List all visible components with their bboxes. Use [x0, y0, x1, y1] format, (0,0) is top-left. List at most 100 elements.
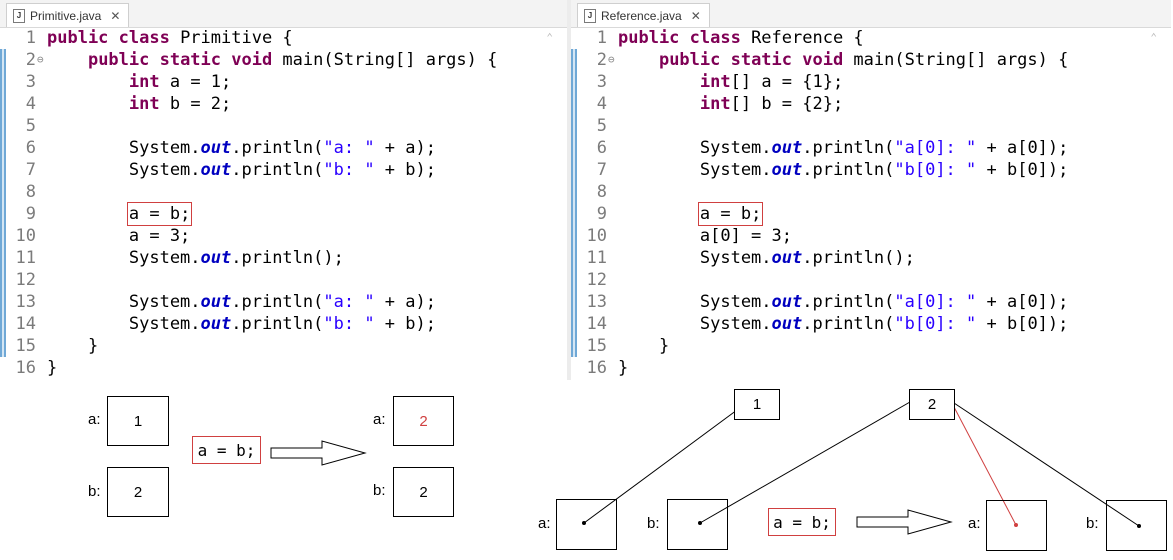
- code-line[interactable]: 3 int a = 1;: [0, 71, 567, 93]
- code-token: + a);: [374, 138, 436, 158]
- change-gutter-marker: [0, 225, 6, 247]
- code-text: public class Primitive {: [47, 27, 293, 49]
- assignment-box: a = b;: [768, 508, 836, 536]
- scroll-up-icon[interactable]: ⌃: [546, 31, 553, 44]
- code-token: [] a = {1};: [730, 72, 844, 92]
- code-line[interactable]: 5: [0, 115, 567, 137]
- pointer-dot: [698, 521, 702, 525]
- code-line[interactable]: 7 System.out.println("b[0]: " + b[0]);: [571, 159, 1171, 181]
- heap-value-2: 2: [927, 396, 937, 413]
- label-b-after: b:: [1086, 515, 1099, 532]
- code-line[interactable]: 4 int[] b = {2};: [571, 93, 1171, 115]
- code-line[interactable]: 9 a = b;: [571, 202, 1171, 226]
- code-line[interactable]: 13 System.out.println("a: " + a);: [0, 291, 567, 313]
- line-number: 14: [15, 314, 36, 334]
- highlighted-statement: a = b;: [697, 202, 764, 226]
- code-text: System.out.println("b[0]: " + b[0]);: [618, 313, 1069, 335]
- code-line[interactable]: 2⊖ public static void main(String[] args…: [571, 49, 1171, 71]
- line-number: 15: [15, 336, 36, 356]
- code-token: [] b = {2};: [730, 94, 844, 114]
- ref-box-a-before: [556, 499, 617, 550]
- close-icon[interactable]: ✕: [110, 8, 121, 23]
- change-gutter-marker: [571, 115, 577, 137]
- reference-line-a-to-1: [583, 409, 738, 524]
- code-line[interactable]: 2⊖ public static void main(String[] args…: [0, 49, 567, 71]
- line-number: 3: [25, 72, 36, 92]
- line-number: 3: [596, 72, 607, 92]
- change-gutter-marker: [571, 313, 577, 335]
- code-line[interactable]: 12: [571, 269, 1171, 291]
- scroll-up-icon[interactable]: ⌃: [1150, 31, 1157, 44]
- code-token: int: [699, 72, 731, 92]
- code-text: a = b;: [47, 202, 193, 226]
- code-token: .println();: [802, 248, 915, 268]
- tab-primitive-java[interactable]: J Primitive.java ✕: [6, 3, 130, 27]
- tab-title: Reference.java: [601, 8, 682, 23]
- change-gutter-marker: [0, 115, 6, 137]
- code-token: System.: [47, 248, 201, 268]
- code-token: .println(: [231, 160, 324, 180]
- code-line[interactable]: 16}: [571, 357, 1171, 379]
- code-token: Primitive {: [169, 28, 293, 48]
- code-token: out: [771, 248, 803, 268]
- code-token: .println(: [802, 292, 895, 312]
- code-token: .println(: [231, 292, 324, 312]
- code-token: a = 1;: [159, 72, 232, 92]
- code-line[interactable]: 13 System.out.println("a[0]: " + a[0]);: [571, 291, 1171, 313]
- line-number: 4: [25, 94, 36, 114]
- code-line[interactable]: 10 a[0] = 3;: [571, 225, 1171, 247]
- code-line[interactable]: 10 a = 3;: [0, 225, 567, 247]
- change-gutter-marker: [571, 225, 577, 247]
- code-line[interactable]: 14 System.out.println("b: " + b);: [0, 313, 567, 335]
- code-line[interactable]: 6 System.out.println("a: " + a);: [0, 137, 567, 159]
- heap-box-1: 1: [734, 389, 780, 420]
- tab-reference-java[interactable]: J Reference.java ✕: [577, 3, 710, 27]
- var-box-b-after: 2: [393, 467, 454, 517]
- code-line[interactable]: 5: [571, 115, 1171, 137]
- fold-collapse-icon[interactable]: ⊖: [37, 53, 44, 66]
- code-token: int: [699, 94, 731, 114]
- code-text: a[0] = 3;: [618, 225, 792, 247]
- code-text: int a = 1;: [47, 71, 231, 93]
- label-a-before: a:: [88, 411, 101, 428]
- code-token: Reference {: [740, 28, 864, 48]
- code-line[interactable]: 8: [0, 181, 567, 203]
- code-token: int: [128, 72, 160, 92]
- change-gutter-marker: [0, 137, 6, 159]
- code-line[interactable]: 14 System.out.println("b[0]: " + b[0]);: [571, 313, 1171, 335]
- code-token: .println(: [802, 138, 895, 158]
- code-token: a[0] = 3;: [618, 226, 792, 246]
- line-number: 16: [586, 358, 607, 378]
- code-token: .println();: [231, 248, 344, 268]
- fold-collapse-icon[interactable]: ⊖: [608, 53, 615, 66]
- code-line[interactable]: 8: [571, 181, 1171, 203]
- code-line[interactable]: 16}: [0, 357, 567, 379]
- code-line[interactable]: 7 System.out.println("b: " + b);: [0, 159, 567, 181]
- line-number: 11: [15, 248, 36, 268]
- code-line[interactable]: 11 System.out.println();: [571, 247, 1171, 269]
- label-a-before: a:: [538, 515, 551, 532]
- code-line[interactable]: 15 }: [571, 335, 1171, 357]
- code-line[interactable]: 6 System.out.println("a[0]: " + a[0]);: [571, 137, 1171, 159]
- code-line[interactable]: 12: [0, 269, 567, 291]
- right-arrow-icon: [270, 440, 367, 466]
- code-line[interactable]: 4 int b = 2;: [0, 93, 567, 115]
- line-number: 13: [15, 292, 36, 312]
- line-number: 4: [596, 94, 607, 114]
- code-token: "b[0]: ": [894, 314, 977, 334]
- var-box-a-after: 2: [393, 396, 454, 446]
- code-line[interactable]: 11 System.out.println();: [0, 247, 567, 269]
- line-number: 10: [586, 226, 607, 246]
- code-token: }: [618, 336, 670, 356]
- code-line[interactable]: 3 int[] a = {1};: [571, 71, 1171, 93]
- code-line[interactable]: 9 a = b;: [0, 202, 567, 226]
- code-token: }: [47, 336, 99, 356]
- close-icon[interactable]: ✕: [690, 8, 701, 23]
- code-token: + b[0]);: [976, 160, 1069, 180]
- code-token: .println(: [802, 160, 895, 180]
- code-line[interactable]: 15 }: [0, 335, 567, 357]
